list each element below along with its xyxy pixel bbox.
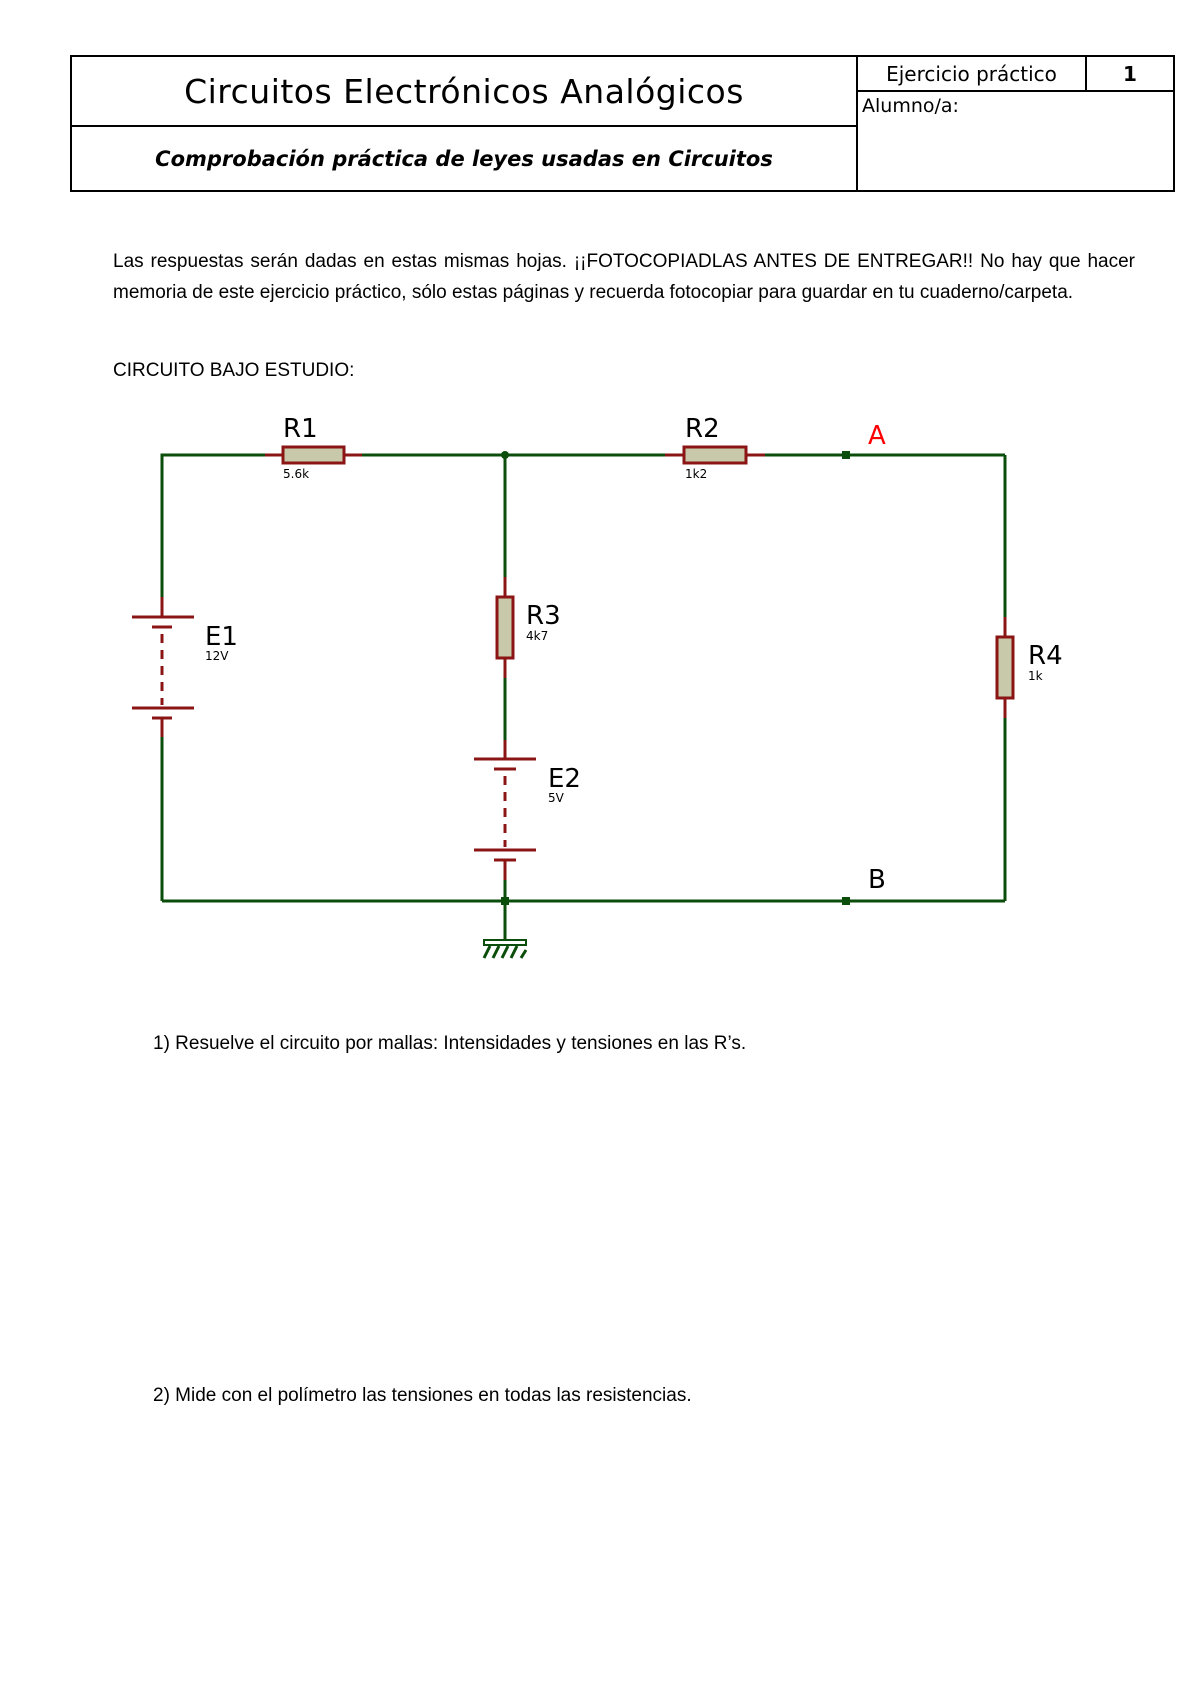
exercise-row: Ejercicio práctico 1 (858, 57, 1173, 92)
circuit-heading: CIRCUITO BAJO ESTUDIO: (113, 360, 355, 381)
resistor-r1: R1 5.6k (265, 414, 362, 481)
e1-name: E1 (205, 622, 238, 652)
r4-value: 1k (1028, 669, 1043, 683)
r3-name: R3 (526, 601, 561, 631)
circuit-diagram: R1 5.6k R2 1k2 R3 4k7 R4 1k E1 12V (132, 414, 1063, 959)
node-b-label: B (868, 865, 886, 895)
r2-name: R2 (685, 414, 720, 444)
e1-value: 12V (205, 649, 229, 663)
header-left: Circuitos Electrónicos Analógicos Compro… (72, 57, 858, 190)
instructions-paragraph: Las respuestas serán dadas en estas mism… (113, 251, 1135, 303)
r4-name: R4 (1028, 641, 1063, 671)
junction-dots (501, 451, 850, 905)
e2-value: 5V (548, 791, 565, 805)
header-right: Ejercicio práctico 1 Alumno/a: (858, 57, 1173, 190)
page-subtitle: Comprobación práctica de leyes usadas en… (155, 146, 773, 171)
question-1: 1) Resuelve el circuito por mallas: Inte… (153, 1033, 747, 1054)
ground-icon (482, 939, 528, 959)
r1-name: R1 (283, 414, 318, 444)
resistor-r2: R2 1k2 (665, 414, 765, 481)
circuit-wires (160, 453, 1007, 940)
resistor-r3: R3 4k7 (495, 577, 561, 678)
exercise-label: Ejercicio práctico (858, 57, 1087, 90)
battery-e1: E1 12V (132, 597, 238, 737)
resistor-r4: R4 1k (995, 617, 1063, 718)
question-2: 2) Mide con el polímetro las tensiones e… (153, 1385, 692, 1406)
header-table: Circuitos Electrónicos Analógicos Compro… (70, 55, 1175, 192)
node-a-label: A (868, 421, 886, 451)
battery-e2: E2 5V (474, 740, 581, 880)
e2-name: E2 (548, 764, 581, 794)
student-field-label: Alumno/a: (862, 95, 959, 117)
r3-value: 4k7 (526, 629, 548, 643)
exercise-number: 1 (1123, 61, 1137, 86)
r1-value: 5.6k (283, 467, 309, 481)
page-title: Circuitos Electrónicos Analógicos (72, 57, 856, 127)
r2-value: 1k2 (685, 467, 707, 481)
